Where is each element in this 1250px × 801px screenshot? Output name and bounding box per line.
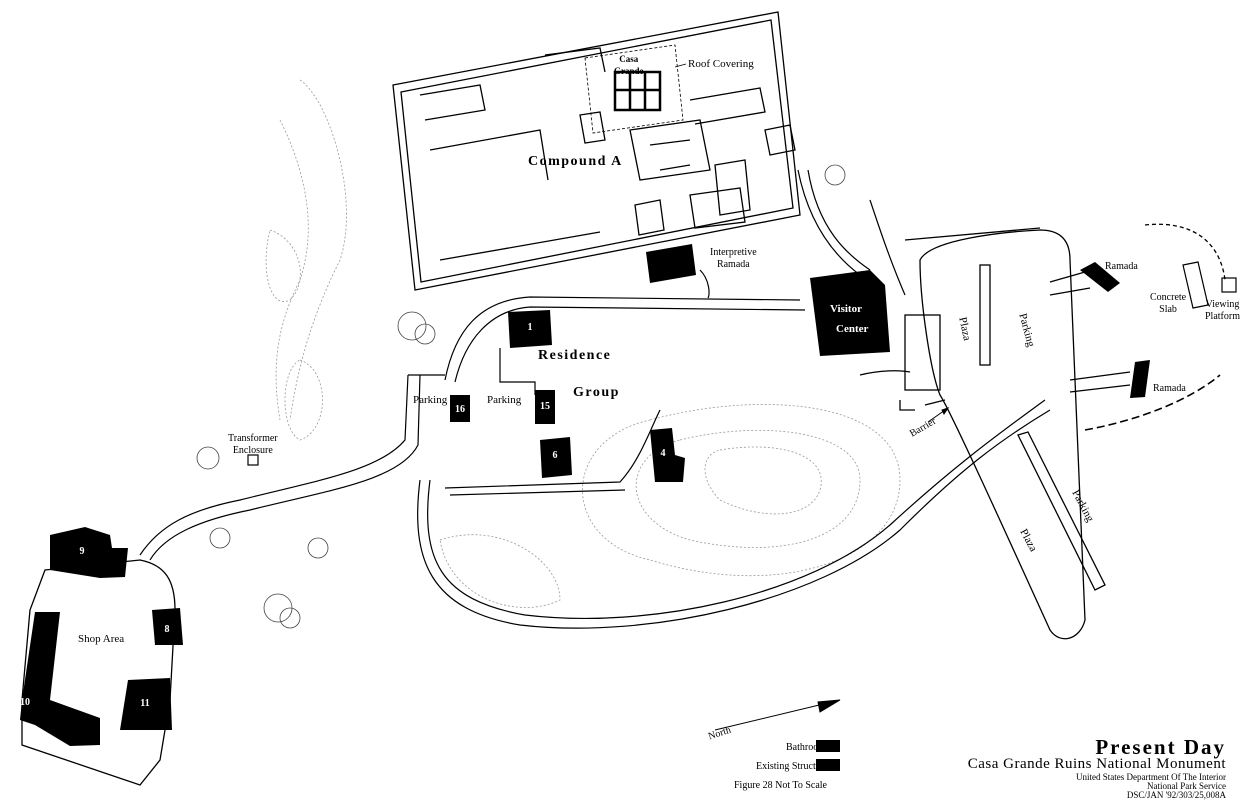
building-6 (540, 437, 572, 478)
group-label: Group (573, 385, 620, 400)
building-11 (120, 678, 172, 730)
building-6-number: 6 (552, 450, 558, 461)
agency-credit: National Park Service (1147, 781, 1226, 791)
map-title: Present Day (1095, 735, 1226, 759)
visitor-label: Visitor (830, 303, 862, 315)
bathrooms-legend-icon (816, 740, 840, 752)
roof-covering-label: Roof Covering (688, 58, 754, 70)
bathrooms-legend-label: Bathrooms (786, 742, 830, 753)
contour-lines (265, 79, 901, 608)
concrete-slab (1182, 261, 1209, 309)
shop-area-outline (21, 559, 176, 786)
ramada-top-label: Ramada (1105, 261, 1138, 272)
existing-structure-legend-label: Existing Structure (756, 761, 829, 772)
ramada-bottom-label: Ramada (1153, 383, 1186, 394)
ramada-bottom-structure (1130, 360, 1150, 398)
interpretive-ramada-structure (646, 244, 696, 283)
figure-note: Figure 28 Not To Scale (734, 780, 827, 791)
roof-covering-outline (584, 44, 684, 134)
building-4-number: 4 (660, 448, 666, 459)
building-10-number: 10 (20, 697, 30, 708)
roads-and-paths (139, 169, 1051, 629)
barrier-arrow (927, 407, 950, 423)
shop-area-label: Shop Area (78, 633, 125, 645)
parking-15-label: Parking (487, 394, 522, 406)
building-9-number: 9 (79, 546, 85, 557)
building-9 (50, 527, 128, 578)
visitor-center-structure (810, 270, 890, 356)
parking-16-label: Parking (413, 394, 448, 406)
building-10 (20, 612, 100, 746)
building-16-number: 16 (455, 404, 465, 415)
viewing-platform-label: Viewing Platform (1205, 299, 1240, 322)
residence-label: Residence (538, 348, 612, 363)
transformer-enclosure (247, 454, 259, 466)
building-8 (152, 608, 183, 645)
map-subtitle: Casa Grande Ruins National Monument (967, 756, 1226, 772)
compound-a-label: Compound A (528, 154, 623, 169)
transformer-enclosure-label: Transformer Enclosure (228, 433, 278, 456)
existing-structures (20, 244, 1150, 746)
building-15-number: 15 (540, 401, 550, 412)
compound-a-wall (392, 11, 801, 291)
building-4 (650, 428, 685, 482)
ramada-top-structure (1080, 262, 1120, 292)
building-11-number: 11 (140, 698, 150, 709)
building-1 (508, 310, 552, 348)
viewing-platform (1221, 277, 1237, 293)
plaza-and-parking-lot (899, 223, 1226, 640)
building-1-number: 1 (527, 322, 533, 333)
building-8-number: 8 (164, 624, 170, 635)
building-16 (450, 395, 470, 422)
center-label: Center (836, 323, 869, 335)
department-credit: United States Department Of The Interior (1075, 772, 1226, 782)
casa-grande-label: Casa Grande (614, 54, 644, 76)
building-15 (535, 390, 555, 424)
interpretive-ramada-label: Interpretive Ramada (710, 247, 757, 270)
bathrooms-icon (875, 338, 889, 350)
concrete-slab-label: Concrete Slab (1150, 292, 1187, 315)
casa-grande-structure (613, 70, 662, 112)
drawing-code: DSC/JAN '92/303/25,008A (1126, 790, 1226, 800)
trees (196, 164, 846, 629)
north-arrow (714, 699, 841, 731)
legend-boxes (816, 338, 889, 771)
existing-structure-legend-swatch (816, 759, 840, 771)
